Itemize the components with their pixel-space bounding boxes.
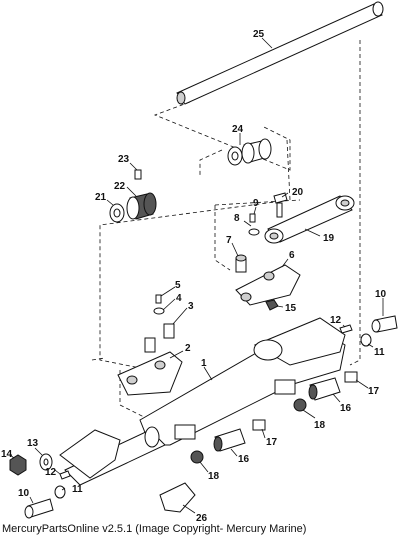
callout-4: 4 (176, 293, 182, 304)
callout-22: 22 (114, 181, 126, 192)
part-20-bolt[interactable] (273, 192, 288, 218)
part-17-pin-upper[interactable] (344, 371, 358, 383)
part-24-bushing[interactable] (227, 138, 272, 166)
callout-1: 1 (201, 358, 207, 369)
part-6-bracket[interactable] (235, 264, 301, 306)
callout-3: 3 (188, 301, 194, 312)
part-15-nut[interactable] (265, 299, 279, 311)
part-12-pin-left[interactable] (59, 470, 71, 480)
callout-5: 5 (175, 280, 181, 291)
part-4-washer[interactable] (153, 307, 165, 315)
callout-15: 15 (285, 303, 297, 314)
part-11-clip-right[interactable] (360, 333, 372, 347)
callout-2: 2 (185, 343, 191, 354)
callout-12-left: 12 (45, 467, 57, 478)
callout-23: 23 (118, 154, 130, 165)
callout-12-right: 12 (330, 315, 342, 326)
leader-lines (9, 133, 384, 514)
callout-26: 26 (196, 513, 208, 524)
callout-10-left: 10 (18, 488, 30, 499)
callout-8: 8 (234, 213, 240, 224)
callout-25: 25 (253, 29, 265, 40)
part-12-pin-right[interactable] (339, 324, 353, 334)
callout-16-lower: 16 (238, 454, 250, 465)
part-13-washer-left[interactable] (39, 453, 53, 471)
part-14-nut-left[interactable] (9, 454, 27, 476)
callout-19: 19 (323, 233, 335, 244)
callout-18-upper: 18 (314, 420, 326, 431)
callout-11-right: 11 (374, 347, 385, 358)
part-16-rod-end-lower[interactable] (213, 428, 246, 452)
callout-6: 6 (289, 250, 295, 261)
assembly-guide-lines (91, 40, 361, 421)
part-3-spacer[interactable] (144, 323, 175, 353)
part-21-washer[interactable] (109, 203, 125, 223)
part-22-pulley[interactable] (126, 192, 157, 220)
callout-7: 7 (226, 235, 232, 246)
part-9-screw[interactable] (249, 213, 256, 223)
part-5-screw[interactable] (155, 294, 162, 304)
callout-14: 14 (1, 449, 13, 460)
callout-labels: 25 24 23 22 21 20 19 9 8 7 6 15 5 4 3 2 … (1, 29, 387, 524)
part-19-link-arm[interactable] (264, 195, 355, 244)
callout-11-left: 11 (72, 484, 83, 495)
copyright-footer: MercuryPartsOnline v2.5.1 (Image Copyrig… (2, 523, 307, 535)
part-1-cylinder[interactable] (59, 317, 346, 486)
part-26-boot[interactable] (159, 482, 196, 513)
callout-21: 21 (95, 192, 107, 203)
part-7-spacer[interactable] (235, 254, 247, 273)
part-10-bolt-right[interactable] (371, 315, 398, 333)
part-2-mounting-plate[interactable] (117, 351, 183, 396)
part-16-rod-end-upper[interactable] (308, 377, 341, 401)
callout-18-lower: 18 (208, 471, 220, 482)
part-23-set-screw[interactable] (134, 169, 142, 180)
part-11-clip-left[interactable] (54, 485, 66, 499)
callout-13: 13 (27, 438, 39, 449)
part-18-nut-upper[interactable] (293, 398, 307, 412)
callout-17-lower: 17 (266, 437, 278, 448)
part-18-nut-lower[interactable] (190, 450, 204, 464)
part-25-tube[interactable] (176, 1, 384, 105)
callout-16-upper: 16 (340, 403, 352, 414)
callout-24: 24 (232, 124, 244, 135)
part-17-pin-lower[interactable] (252, 419, 266, 431)
part-8-washer[interactable] (248, 228, 260, 236)
callout-17-upper: 17 (368, 386, 380, 397)
callout-10-right: 10 (375, 289, 387, 300)
callout-9: 9 (253, 198, 259, 209)
part-10-bolt-left[interactable] (24, 498, 54, 519)
callout-20: 20 (292, 187, 304, 198)
